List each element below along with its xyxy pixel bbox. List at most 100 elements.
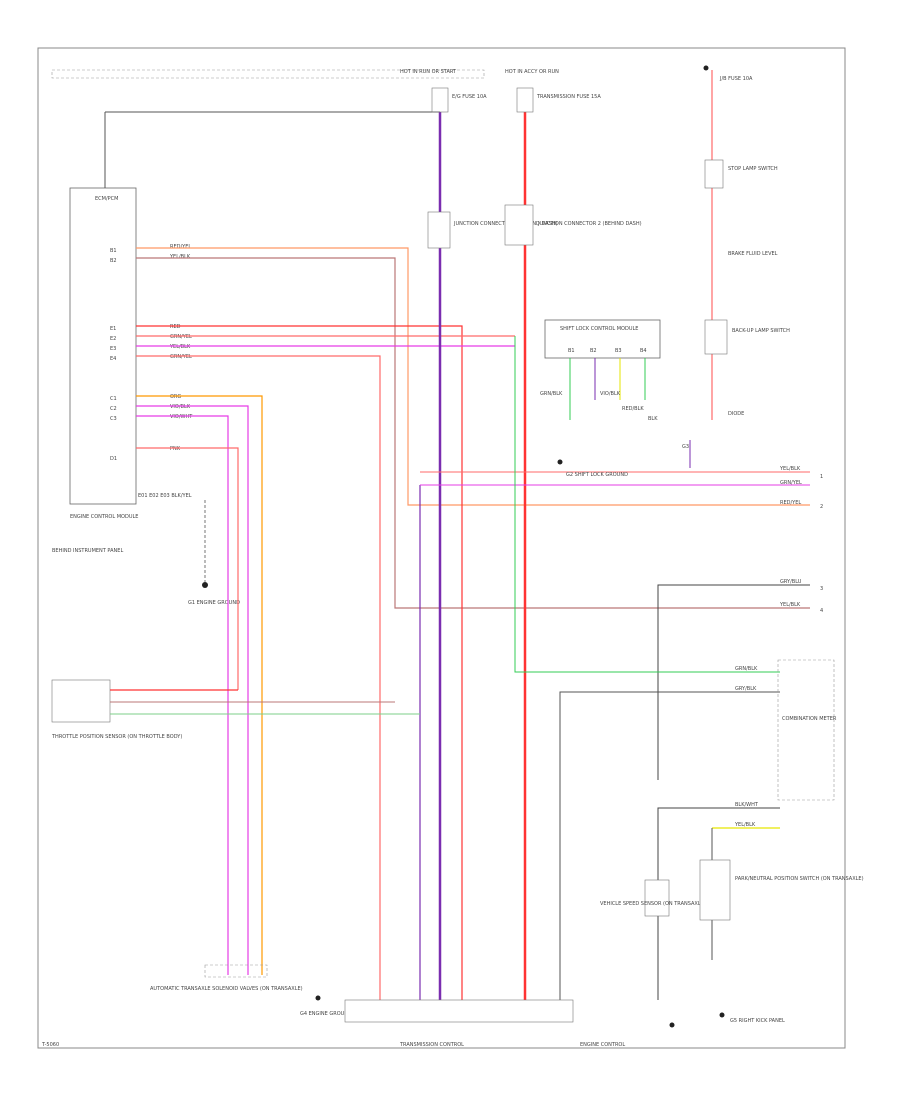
combination-meter-label: COMBINATION METER bbox=[782, 716, 837, 722]
bottom-center-label: TRANSMISSION CONTROL bbox=[399, 1042, 464, 1048]
wire-label: YEL/BLK bbox=[169, 254, 191, 260]
right-wire-label: YEL/BLK bbox=[779, 602, 801, 608]
shift-lock-pin: B4 bbox=[640, 348, 647, 354]
right-wire-label: RED/YEL bbox=[780, 500, 801, 506]
throttle-sensor-label: THROTTLE POSITION SENSOR (ON THROTTLE BO… bbox=[51, 734, 182, 740]
solenoids-frame bbox=[204, 964, 268, 978]
ecm-pin: E1 bbox=[110, 326, 116, 332]
fuse-left-label: E/G FUSE 10A bbox=[452, 94, 487, 100]
ecm-pin: B2 bbox=[110, 258, 117, 264]
wire-yel-blk bbox=[136, 257, 810, 609]
ground-icon bbox=[315, 995, 321, 1001]
right-wire-label: GRN/BLK bbox=[735, 666, 758, 672]
ground-icon bbox=[202, 582, 208, 588]
wire-label: PNK bbox=[170, 446, 181, 452]
ecm-pin: E3 bbox=[110, 346, 116, 352]
ecm-pin: C1 bbox=[110, 396, 117, 402]
wire-label: VIO/BLK bbox=[170, 404, 191, 410]
fuse-right-box bbox=[516, 87, 534, 113]
wire-grn-blk bbox=[514, 336, 780, 673]
right-wire-label: BLK/WHT bbox=[735, 802, 759, 808]
wire-label: GRN/YEL bbox=[170, 334, 192, 340]
ecm-label: ENGINE CONTROL MODULE bbox=[70, 514, 138, 520]
right-item-label: BACK-UP LAMP SWITCH bbox=[732, 328, 790, 334]
solenoids-label: AUTOMATIC TRANSAXLE SOLENOID VALVES (ON … bbox=[150, 986, 303, 992]
ecm-title: ECM/PCM bbox=[95, 196, 118, 202]
ecm-pin: E2 bbox=[110, 336, 116, 342]
wire-red-yel bbox=[136, 247, 810, 506]
junction-left bbox=[427, 211, 451, 249]
shift-lock-wire-label: BLK bbox=[648, 416, 658, 422]
shift-lock-wire-label: VIO/BLK bbox=[600, 391, 621, 397]
ecm-wires bbox=[136, 247, 810, 1000]
wire-label: VIO/WHT bbox=[170, 414, 193, 420]
junction-right-label: JUNCTION CONNECTOR 2 (BEHIND DASH) bbox=[537, 221, 642, 227]
ground-icon bbox=[719, 1012, 725, 1018]
diagram-frame bbox=[37, 47, 846, 1049]
right-wire-label: GRY/BLK bbox=[735, 686, 757, 692]
ground-right-label: G5 RIGHT KICK PANEL bbox=[730, 1018, 785, 1024]
connector-num: 2 bbox=[820, 504, 823, 510]
combination-meter-frame bbox=[777, 659, 835, 801]
ground-icon bbox=[557, 459, 563, 465]
junction-right bbox=[504, 204, 534, 246]
right-item-label: DIODE bbox=[728, 411, 744, 417]
connector-num: 3 bbox=[820, 586, 823, 592]
ecm-ground-label: G1 ENGINE GROUND bbox=[188, 600, 240, 606]
fuse-left-box bbox=[431, 87, 449, 113]
ecm-pin: C3 bbox=[110, 416, 117, 422]
shift-lock-box bbox=[544, 319, 661, 359]
shift-lock-pin: B3 bbox=[615, 348, 622, 354]
vss-box bbox=[644, 879, 670, 917]
ecm-box bbox=[69, 187, 137, 505]
fuse-right-label: TRANSMISSION FUSE 15A bbox=[536, 94, 601, 100]
wire-label: ORG bbox=[170, 394, 181, 400]
right-item-box bbox=[704, 159, 724, 189]
power-dashed-frame bbox=[51, 69, 485, 79]
ecm-pin: D1 bbox=[110, 456, 117, 462]
wire-gry-blk bbox=[559, 691, 780, 1000]
wire-label: RED bbox=[170, 324, 181, 330]
shift-lock-ground: G2 SHIFT LOCK GROUND bbox=[566, 472, 628, 478]
right-item-label: STOP LAMP SWITCH bbox=[728, 166, 778, 172]
wire-red bbox=[136, 325, 463, 1000]
right-wire-label: GRN/YEL bbox=[780, 480, 802, 486]
wire-label: GRN/YEL bbox=[170, 354, 192, 360]
ecm-bottom-text: E01 E02 E03 BLK/YEL bbox=[138, 493, 192, 499]
right-item-box bbox=[704, 319, 728, 355]
ecm-pin: C2 bbox=[110, 406, 117, 412]
hot-all-times-label: HOT IN RUN OR START bbox=[400, 69, 457, 75]
right-wire-label: GRY/BLU bbox=[780, 579, 802, 585]
right-wire-label: YEL/BLK bbox=[734, 822, 756, 828]
wire-vio-wht bbox=[136, 415, 229, 975]
connector-num: 1 bbox=[820, 474, 823, 480]
wire-vio-blk bbox=[136, 405, 249, 975]
ground-icon bbox=[669, 1022, 675, 1028]
fuse-top-right-label: J/B FUSE 10A bbox=[719, 76, 753, 82]
bottom-right-label: ENGINE CONTROL bbox=[580, 1042, 625, 1048]
ground-icon bbox=[703, 65, 709, 71]
tcm-connector bbox=[344, 999, 574, 1023]
shift-lock-pin: B1 bbox=[568, 348, 575, 354]
wire-pink bbox=[136, 447, 239, 690]
ground-bottom-label: G4 ENGINE GROUND bbox=[300, 1011, 352, 1017]
wire-orange bbox=[136, 395, 263, 975]
ecm-pin: E4 bbox=[110, 356, 116, 362]
shift-lock-wire-label: GRN/BLK bbox=[540, 391, 563, 397]
shift-lock-wire-label: RED/BLK bbox=[622, 406, 644, 412]
bottom-left-label: T-5060 bbox=[41, 1042, 59, 1048]
wire-label: YEL/BLK bbox=[169, 344, 191, 350]
wire-label: RED/YEL bbox=[170, 244, 191, 250]
shift-lock-title: SHIFT LOCK CONTROL MODULE bbox=[560, 326, 638, 332]
neutral-switch-label: PARK/NEUTRAL POSITION SWITCH (ON TRANSAX… bbox=[735, 876, 864, 882]
ecm-location: BEHIND INSTRUMENT PANEL bbox=[52, 548, 123, 554]
wire-grn-yel-2 bbox=[136, 355, 381, 1000]
right-item-label: BRAKE FLUID LEVEL bbox=[728, 251, 778, 257]
hot-in-run-label: HOT IN ACCY OR RUN bbox=[505, 69, 559, 75]
throttle-sensor-box bbox=[51, 679, 111, 723]
shift-lock-pin: B2 bbox=[590, 348, 597, 354]
wire-blk-wht bbox=[657, 807, 780, 1000]
neutral-switch-box bbox=[699, 859, 731, 921]
vss-label: VEHICLE SPEED SENSOR (ON TRANSAXLE) bbox=[600, 901, 706, 907]
